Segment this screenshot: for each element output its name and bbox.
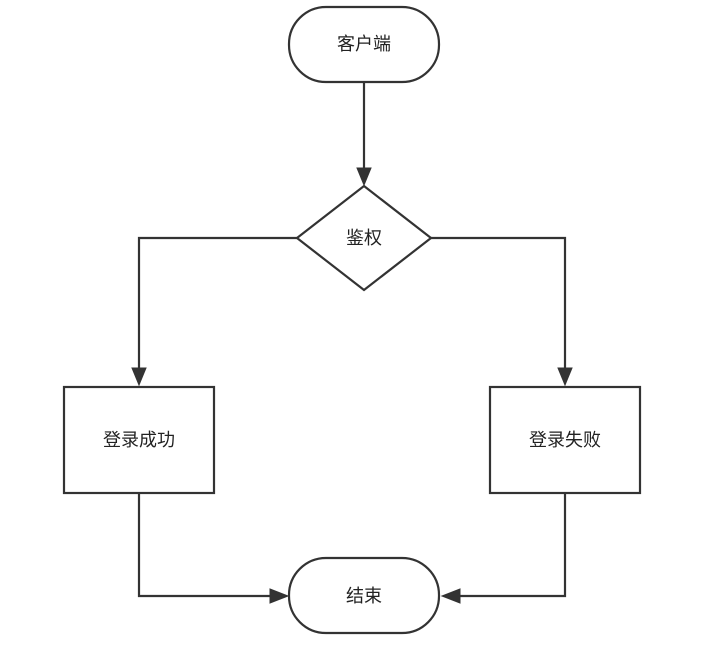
node-login-failure-label: 登录失败 <box>529 430 601 451</box>
arrow-down-icon <box>131 367 147 387</box>
arrow-down-icon <box>356 167 372 187</box>
node-client-label: 客户端 <box>337 34 391 55</box>
node-auth: 鉴权 <box>295 184 433 292</box>
node-end: 结束 <box>287 556 441 635</box>
node-login-success-label: 登录成功 <box>103 430 175 451</box>
node-end-label: 结束 <box>346 586 382 607</box>
node-auth-label: 鉴权 <box>346 228 382 249</box>
edge-login-success-to-end <box>137 493 290 604</box>
edge-client-to-auth <box>356 82 372 187</box>
node-login-success: 登录成功 <box>62 385 216 495</box>
arrow-down-icon <box>557 367 573 387</box>
node-client: 客户端 <box>287 5 441 84</box>
node-login-failure: 登录失败 <box>488 385 642 495</box>
arrow-left-icon <box>440 588 461 604</box>
edge-auth-to-login-success <box>131 236 297 387</box>
edge-login-failure-to-end <box>440 493 567 604</box>
arrow-right-icon <box>269 588 290 604</box>
edge-auth-to-login-failure <box>431 236 573 387</box>
